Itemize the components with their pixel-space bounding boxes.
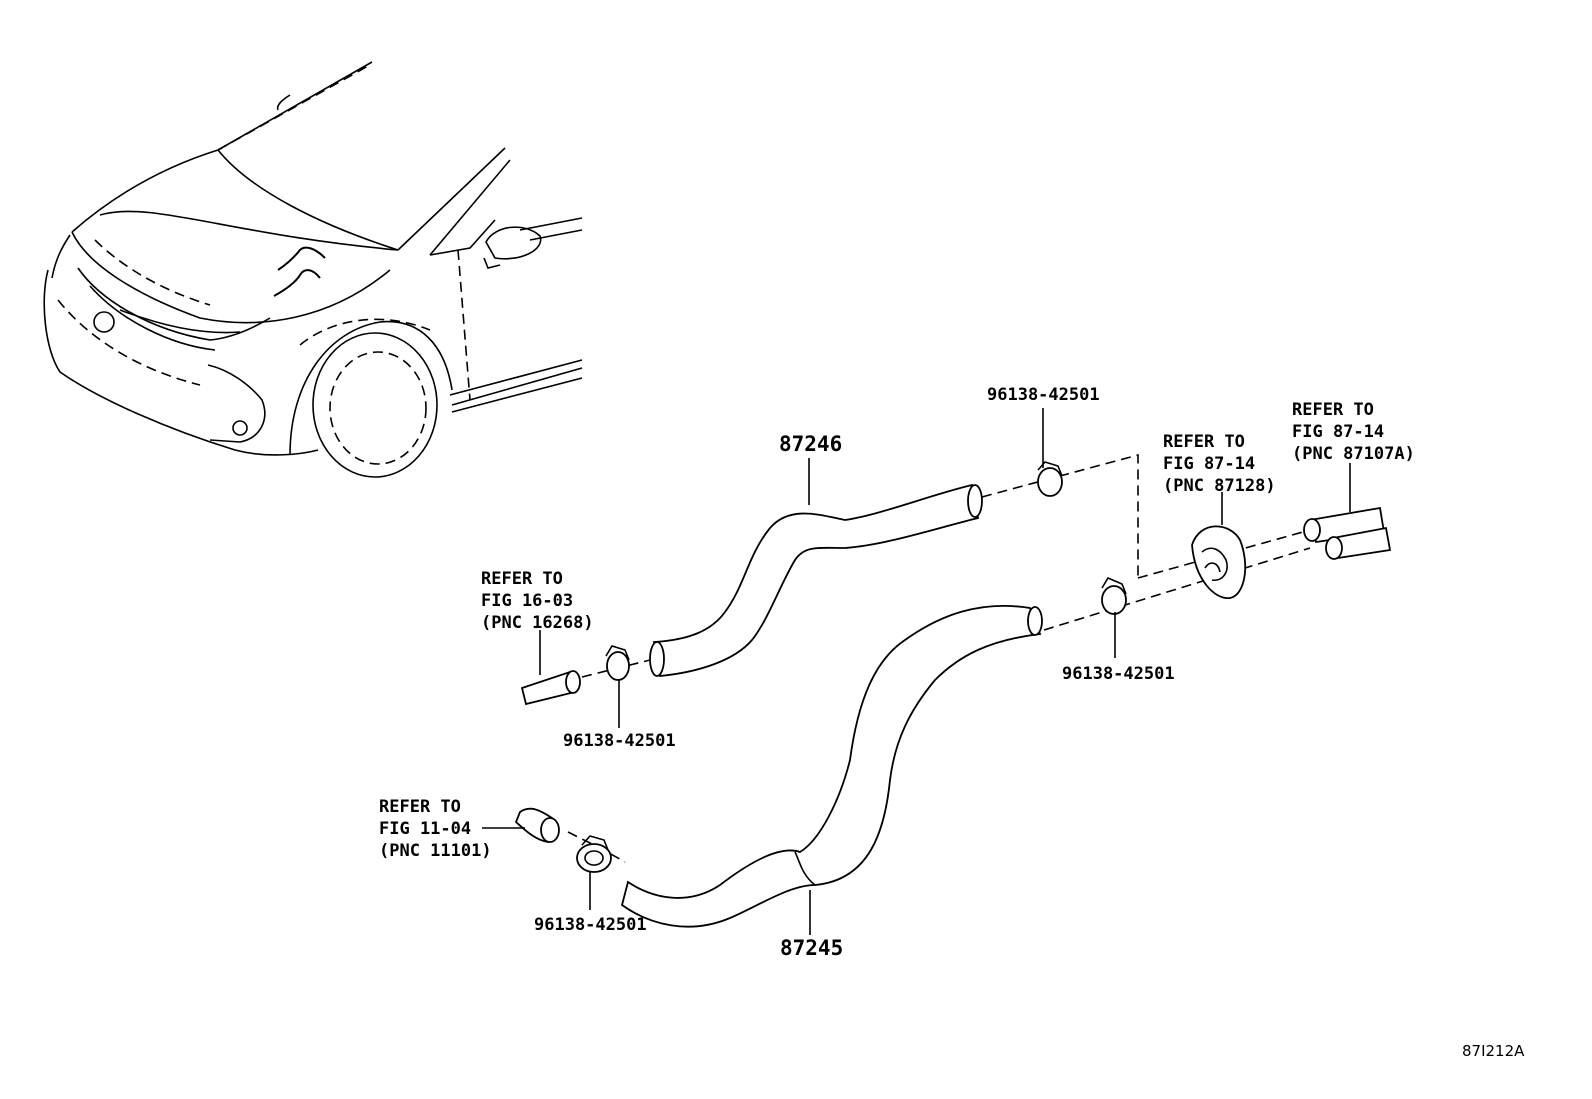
hose-87246	[649, 483, 983, 677]
diagram-code: 87I212A	[1462, 1042, 1525, 1060]
svg-text:FIG 87-14: FIG 87-14	[1292, 422, 1384, 442]
label-87246: 87246	[779, 432, 842, 456]
svg-text:(PNC 87107A): (PNC 87107A)	[1292, 444, 1415, 464]
svg-text:REFER TO: REFER TO	[1292, 400, 1374, 420]
svg-text:FIG 16-03: FIG 16-03	[481, 591, 573, 611]
pipe-left	[520, 670, 581, 706]
svg-text:(PNC 87128): (PNC 87128)	[1163, 476, 1276, 496]
label-clamp-left: 96138-42501	[563, 731, 676, 751]
label-clamp-bottom: 96138-42501	[534, 915, 647, 935]
svg-text:(PNC 16268): (PNC 16268)	[481, 613, 594, 633]
svg-text:FIG 11-04: FIG 11-04	[379, 819, 471, 839]
clamp-left	[605, 645, 630, 681]
svg-text:FIG 87-14: FIG 87-14	[1163, 454, 1255, 474]
label-clamp-upper-right: 96138-42501	[987, 385, 1100, 405]
ref-fig-16-03: REFER TO FIG 16-03 (PNC 16268)	[481, 569, 594, 633]
clamp-right-lower	[1101, 576, 1127, 615]
clamp-bottom	[576, 835, 612, 873]
heater-pipes	[1303, 506, 1392, 560]
ref-fig-87-14-pipe: REFER TO FIG 87-14 (PNC 87107A)	[1292, 400, 1415, 464]
ref-fig-87-14-grommet: REFER TO FIG 87-14 (PNC 87128)	[1163, 432, 1276, 496]
ref-fig-11-04: REFER TO FIG 11-04 (PNC 11101)	[379, 797, 492, 861]
clamp-upper-right	[1037, 461, 1063, 497]
car-illustration	[43, 61, 583, 478]
hose-87245	[620, 604, 1043, 928]
svg-text:REFER TO: REFER TO	[1163, 432, 1245, 452]
svg-text:(PNC 11101): (PNC 11101)	[379, 841, 492, 861]
svg-text:REFER TO: REFER TO	[481, 569, 563, 589]
svg-text:REFER TO: REFER TO	[379, 797, 461, 817]
label-87245: 87245	[780, 936, 843, 960]
grommet	[1191, 525, 1247, 599]
label-clamp-right-lower: 96138-42501	[1062, 664, 1175, 684]
pipe-bottom	[514, 807, 560, 844]
